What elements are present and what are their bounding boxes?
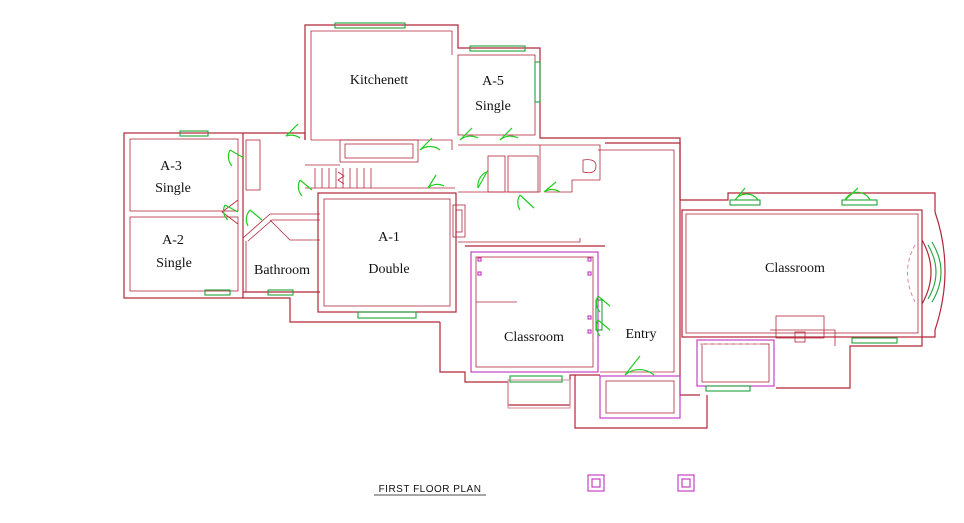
room-classroom-east-label: Classroom: [765, 261, 825, 276]
room-a1-type: Double: [368, 262, 409, 277]
windows: [179, 22, 898, 392]
door-swings: [222, 123, 871, 376]
east-classroom-walls: [680, 192, 946, 389]
room-a3-type: Single: [155, 181, 191, 196]
room-bathroom-label: Bathroom: [254, 263, 310, 278]
column-markers: [587, 474, 695, 492]
room-a3-name: A-3: [160, 159, 182, 174]
room-a2-name: A-2: [162, 233, 184, 248]
room-a5-type: Single: [475, 99, 511, 114]
room-a2-type: Single: [156, 256, 192, 271]
entry-walls: [574, 142, 708, 429]
plan-title: FIRST FLOOR PLAN: [379, 484, 482, 495]
room-entry-label: Entry: [625, 327, 656, 342]
a1-walls: [317, 192, 466, 313]
central-core-walls: [458, 144, 605, 247]
room-a5-name: A-5: [482, 74, 504, 89]
north-block-walls: [304, 24, 681, 200]
room-classroom-center-label: Classroom: [504, 330, 564, 345]
room-kitchenett-label: Kitchenett: [350, 73, 408, 88]
center-classroom-walls: [439, 251, 600, 409]
room-a1-name: A-1: [378, 230, 400, 245]
